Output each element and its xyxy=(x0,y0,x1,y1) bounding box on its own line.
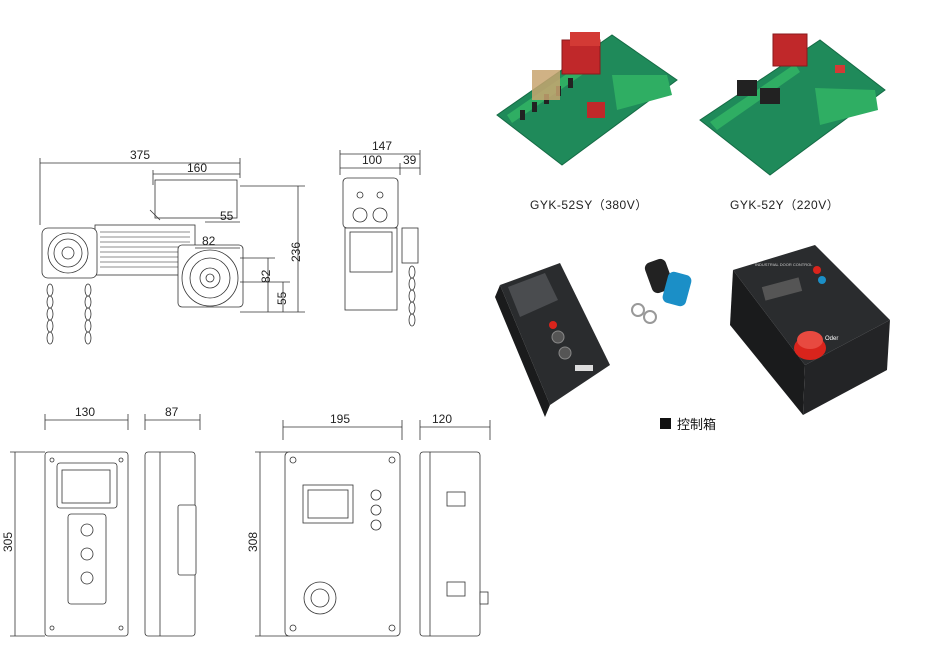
dim-236: 236 xyxy=(289,242,303,262)
control-box-drawings: 130 87 305 195 120 308 xyxy=(1,405,491,637)
caption-square-icon xyxy=(660,418,671,429)
dim-82-right: 82 xyxy=(259,269,273,283)
dim-55-upper: 55 xyxy=(220,209,234,223)
pcb-board-380v xyxy=(496,32,678,166)
handheld-control-box xyxy=(495,263,610,417)
dim-375: 375 xyxy=(130,148,150,162)
board-label-220v: GYK-52Y（220V） xyxy=(730,198,840,212)
brand-logo: Oder xyxy=(825,336,838,342)
dim-55-right: 55 xyxy=(275,291,289,305)
remote-controls xyxy=(631,258,692,324)
dim-308: 308 xyxy=(246,532,260,552)
control-box-caption: 控制箱 xyxy=(660,414,716,433)
dim-87: 87 xyxy=(165,405,179,419)
dim-130: 130 xyxy=(75,405,95,419)
dim-120: 120 xyxy=(432,412,452,426)
dim-160: 160 xyxy=(187,161,207,175)
dim-100: 100 xyxy=(362,153,382,167)
panel-text: INDUSTRIAL DOOR CONTROL xyxy=(755,262,813,267)
dim-39: 39 xyxy=(403,153,417,167)
motor-side-drawing: 375 160 55 82 236 82 55 147 100 39 xyxy=(39,139,421,345)
pcb-board-220v xyxy=(699,33,886,176)
dim-82-upper: 82 xyxy=(202,234,216,248)
dim-147: 147 xyxy=(372,139,392,153)
board-label-380v: GYK-52SY（380V） xyxy=(530,198,648,212)
dim-195: 195 xyxy=(330,412,350,426)
wall-control-box: Oder INDUSTRIAL DOOR CONTROL xyxy=(730,245,890,415)
dim-305: 305 xyxy=(1,532,15,552)
control-box-label: 控制箱 xyxy=(677,417,717,432)
